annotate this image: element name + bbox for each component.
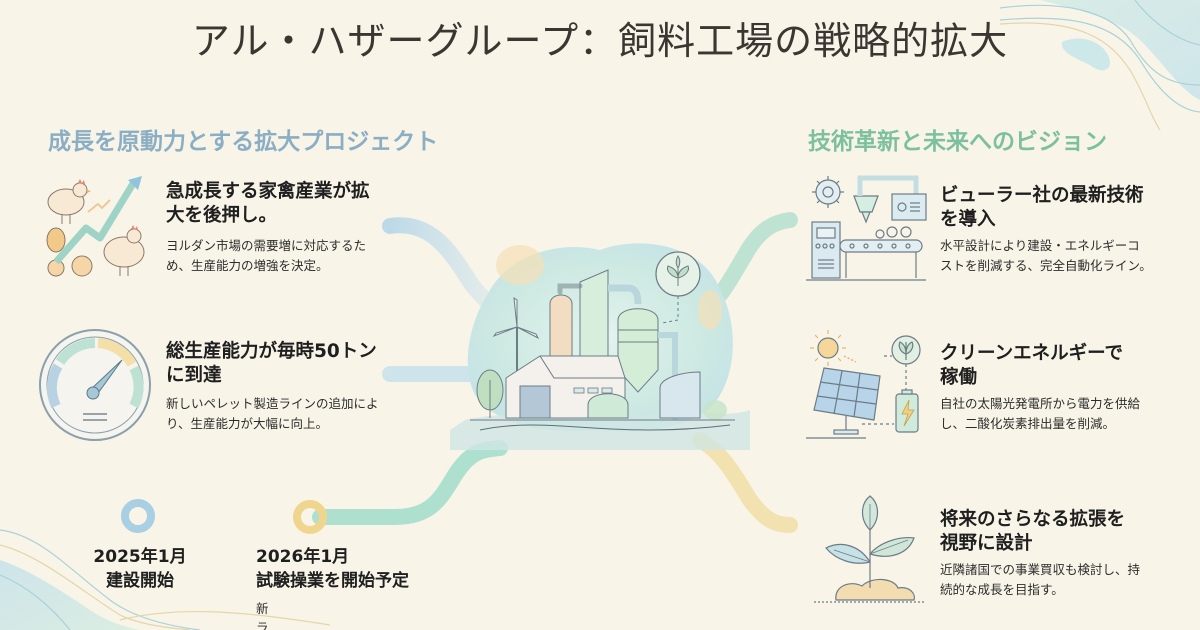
speedometer-gauge-icon	[39, 329, 151, 441]
item-description: 近隣諸国での事業買収も検討し、持 続的な成長を目指す。	[940, 562, 1141, 597]
item-description: 新しいペレット製造ラインの追加によ り、生産能力が大幅に向上。	[166, 396, 379, 431]
milestone-date: 2026年1月 試験操業を開始予定	[256, 547, 409, 591]
milestone-ring-2026	[293, 500, 327, 534]
factory-machinery-icon	[806, 175, 927, 281]
item-heading: 総生産能力が毎時50トン に到達	[166, 341, 377, 386]
sprouting-plant-icon	[814, 495, 926, 603]
feed-factory-illustration	[450, 243, 750, 450]
solar-panel-battery-icon	[806, 330, 921, 439]
item-description: 自社の太陽光発電所から電力を供給 し、二酸化炭素排出量を削減。	[940, 396, 1141, 431]
left-section-heading: 成長を原動力とする拡大プロジェクト	[48, 129, 439, 155]
item-heading: ビューラー社の最新技術 を導入	[940, 185, 1144, 230]
item-description: 水平設計により建設・エネルギーコ ストを削減する、完全自動化ライン。	[940, 238, 1152, 273]
milestone-description: 新ラインが稼働します。	[256, 601, 269, 630]
connector-right-bottom	[692, 432, 798, 533]
item-heading: クリーンエネルギーで 稼働	[940, 343, 1123, 388]
item-heading: 急成長する家禽産業が拡 大を後押し。	[166, 181, 370, 226]
item-description: ヨルダン市場の需要増に対応するた め、生産能力の増強を決定。	[166, 238, 367, 273]
chicken-growth-chart-icon	[46, 176, 145, 277]
milestone-ring-2025	[121, 499, 155, 533]
right-section-heading: 技術革新と未来へのビジョン	[808, 129, 1107, 155]
page-title: アル・ハザーグループ：飼料工場の戦略的拡大	[191, 19, 1009, 63]
item-heading: 将来のさらなる拡張を 視野に設計	[940, 509, 1126, 554]
connector-timeline	[312, 440, 508, 525]
milestone-date: 2025年1月 建設開始	[93, 547, 187, 591]
